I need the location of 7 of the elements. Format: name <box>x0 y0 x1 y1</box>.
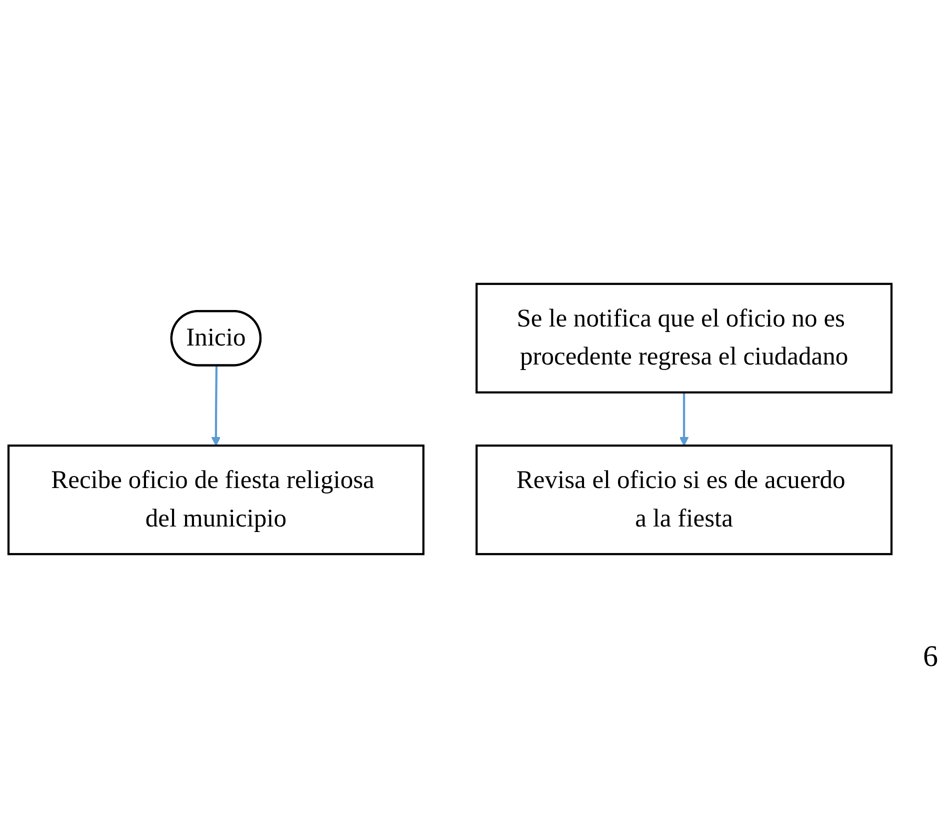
process-box: Revisa el oficio si es de acuerdo a la fiesta <box>476 444 893 556</box>
process-box: Se le notifica que el oficio no es procedente regresa el ciudadano <box>476 282 893 394</box>
terminal-box: Inicio <box>170 310 262 366</box>
arrow <box>211 366 221 446</box>
page-number: 6 <box>923 640 938 673</box>
arrow <box>679 392 689 446</box>
process-box: Recibe oficio de fiesta religiosa del municipio <box>7 444 424 556</box>
